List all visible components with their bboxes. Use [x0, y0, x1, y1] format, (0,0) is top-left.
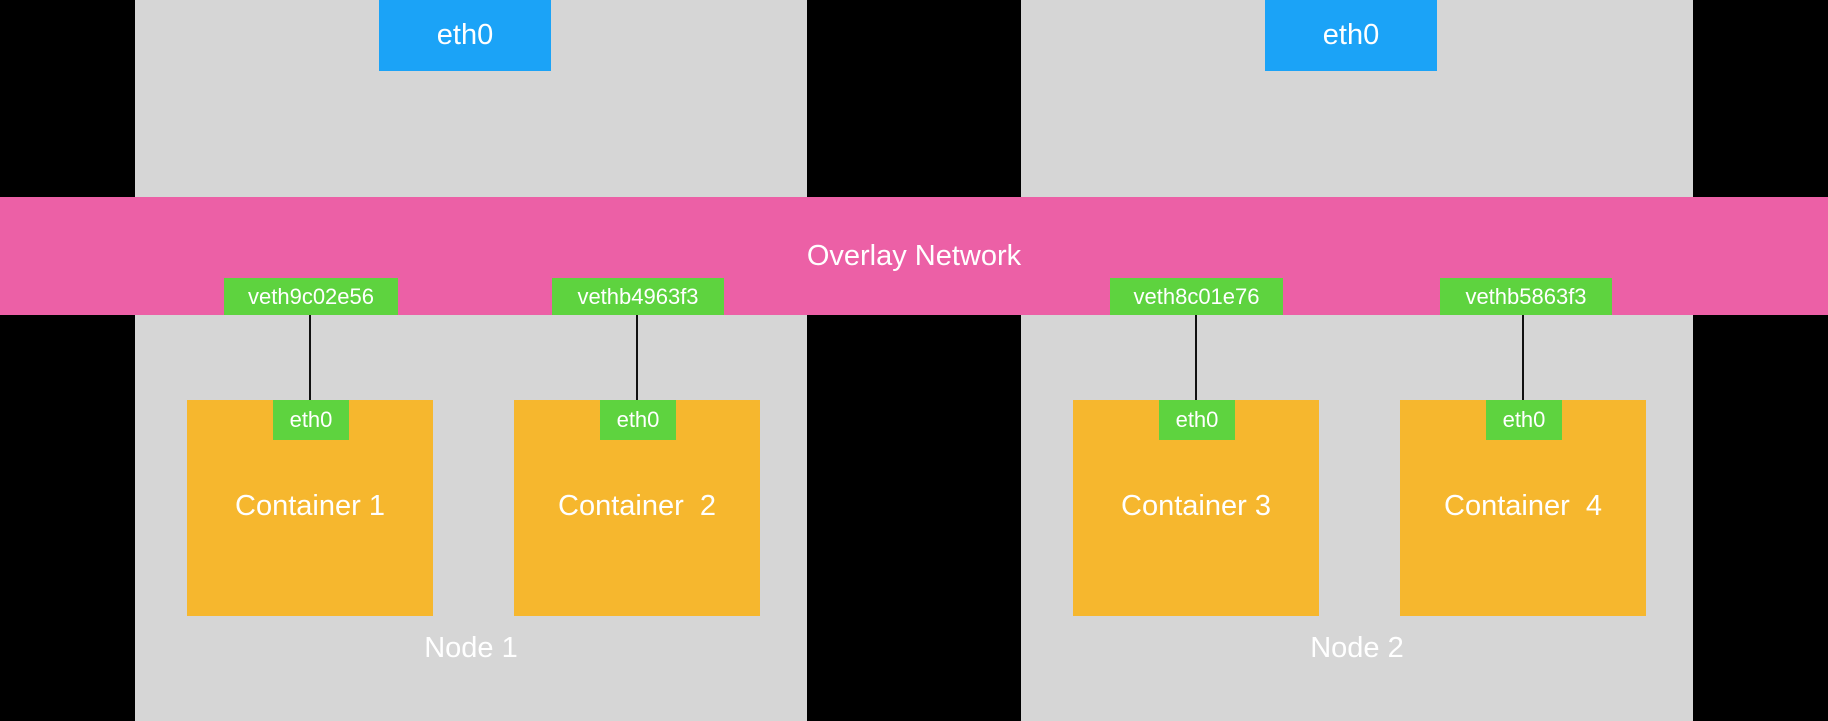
node-2-host-eth0: eth0: [1265, 0, 1437, 71]
container-3-eth0: eth0: [1159, 400, 1235, 440]
veth-container-1: veth9c02e56: [224, 278, 398, 315]
container-1-eth0: eth0: [273, 400, 349, 440]
container-4-box: eth0 Container 4: [1400, 400, 1646, 616]
container-3-box: eth0 Container 3: [1073, 400, 1319, 616]
container-2-eth0: eth0: [600, 400, 676, 440]
node-1-label: Node 1: [424, 632, 518, 664]
link-line-container-4: [1522, 315, 1524, 401]
link-line-container-3: [1195, 315, 1197, 401]
container-4-label: Container 4: [1444, 490, 1602, 522]
overlay-network-label: Overlay Network: [806, 240, 1022, 272]
container-1-box: eth0 Container 1: [187, 400, 433, 616]
veth-container-3: veth8c01e76: [1110, 278, 1283, 315]
container-2-label: Container 2: [558, 490, 716, 522]
container-4-eth0: eth0: [1486, 400, 1562, 440]
container-1-label: Container 1: [235, 490, 385, 522]
veth-container-2: vethb4963f3: [552, 278, 724, 315]
node-1-host-eth0: eth0: [379, 0, 551, 71]
node-2-label: Node 2: [1310, 632, 1404, 664]
container-2-box: eth0 Container 2: [514, 400, 760, 616]
link-line-container-2: [636, 315, 638, 401]
container-3-label: Container 3: [1121, 490, 1271, 522]
link-line-container-1: [309, 315, 311, 401]
veth-container-4: vethb5863f3: [1440, 278, 1612, 315]
